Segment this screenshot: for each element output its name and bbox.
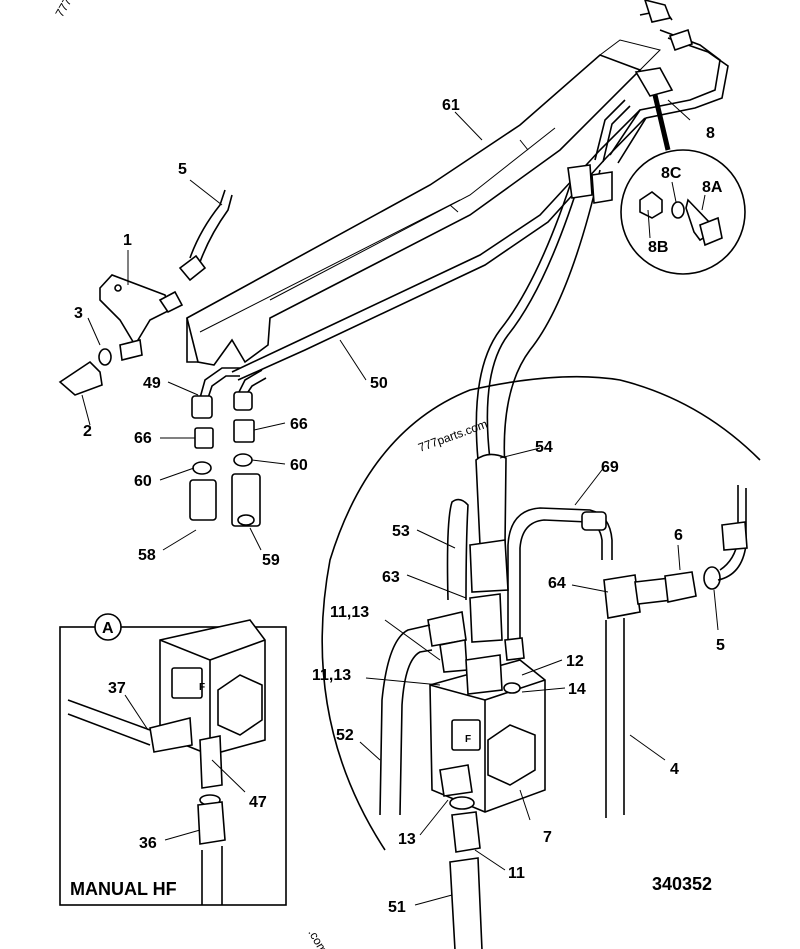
label-part-14: 14 (568, 681, 586, 698)
bolt-detail (620, 94, 746, 275)
label-part-52: 52 (336, 727, 354, 744)
label-part-2: 2 (83, 423, 92, 440)
bracket-assembly (58, 189, 233, 396)
label-part-12: 12 (566, 653, 584, 670)
top-pipes (594, 0, 729, 164)
inset-callout-a: A (102, 620, 114, 637)
label-part-1: 1 (123, 232, 132, 249)
label-part-58: 58 (138, 547, 156, 564)
watermark-bottom: .com (305, 927, 330, 949)
label-part-59: 59 (262, 552, 280, 569)
label-part-8a: 8A (702, 179, 723, 196)
part-labels: 1 2 3 5 61 8 8C 8A 8B 49 50 66 66 60 60 … (70, 97, 725, 916)
label-part-5-right: 5 (716, 637, 725, 654)
watermarks: 777parts.com 777 .com (52, 0, 489, 949)
label-part-37: 37 (108, 680, 126, 697)
inset-a-frame (59, 613, 287, 906)
label-part-49: 49 (143, 375, 161, 392)
label-part-61: 61 (442, 97, 460, 114)
watermark-site: 777parts.com (416, 417, 489, 455)
label-part-11-13-upper: 11,13 (330, 604, 369, 621)
label-part-69: 69 (601, 459, 619, 476)
watermark-corner: 777 (52, 0, 74, 20)
label-part-51: 51 (388, 899, 406, 916)
valve-detail (321, 164, 761, 949)
label-part-11-13-lower: 11,13 (312, 667, 351, 684)
label-part-60-right: 60 (290, 457, 308, 474)
label-part-66-left: 66 (134, 430, 152, 447)
label-part-13: 13 (398, 831, 416, 848)
label-part-53: 53 (392, 523, 410, 540)
boom-assembly (186, 39, 661, 381)
valve-badge: F (465, 734, 471, 745)
left-couplings (189, 367, 267, 527)
label-part-64: 64 (548, 575, 566, 592)
label-part-3: 3 (74, 305, 83, 322)
drawing-number: 340352 (652, 874, 712, 894)
inset-valve-badge: F (199, 682, 205, 693)
label-part-8: 8 (706, 125, 715, 142)
label-part-60-left: 60 (134, 473, 152, 490)
label-part-66-right: 66 (290, 416, 308, 433)
label-part-54: 54 (535, 439, 553, 456)
label-part-8b: 8B (648, 239, 668, 256)
label-part-6: 6 (674, 527, 683, 544)
inset-caption: MANUAL HF (70, 879, 177, 899)
label-part-36: 36 (139, 835, 157, 852)
label-part-47: 47 (249, 794, 267, 811)
label-part-11: 11 (508, 865, 525, 882)
label-part-4: 4 (670, 761, 679, 778)
label-part-7: 7 (543, 829, 552, 846)
label-part-8c: 8C (661, 165, 682, 182)
label-part-63: 63 (382, 569, 400, 586)
label-part-50: 50 (370, 375, 388, 392)
leader-lines (81, 99, 719, 906)
label-part-5-top: 5 (178, 161, 187, 178)
